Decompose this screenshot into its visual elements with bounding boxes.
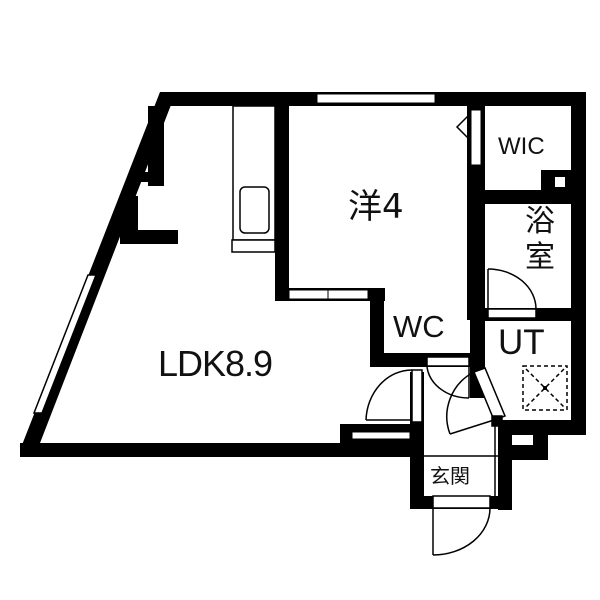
room-label-bath: 浴室 — [525, 204, 555, 275]
step-window — [351, 431, 411, 440]
wic-bath-walls — [485, 170, 571, 204]
wic-door — [455, 109, 482, 166]
western-room-sliding-door — [288, 289, 369, 300]
entrance-door — [432, 495, 491, 556]
room-label-western: 洋4 — [348, 187, 404, 227]
room-label-ldk: LDK8.9 — [158, 343, 273, 384]
washing-machine-pan — [522, 365, 568, 411]
hall-lines — [424, 426, 498, 496]
bath-door — [487, 268, 537, 319]
room-label-wc: WC — [393, 309, 445, 344]
wc-door — [426, 356, 470, 399]
room-label-genkan: 玄関 — [430, 464, 470, 488]
ut-door — [446, 367, 506, 435]
room-label-ut: UT — [498, 323, 545, 362]
top-window — [316, 93, 436, 104]
left-window — [32, 274, 98, 414]
wic-vent — [555, 177, 565, 187]
room-label-wic: WIC — [498, 133, 545, 160]
kitchen-counter — [231, 105, 276, 253]
ldk-door — [365, 369, 423, 423]
washing-machine-drain — [543, 386, 547, 390]
ldk-notch-walls — [120, 106, 178, 244]
